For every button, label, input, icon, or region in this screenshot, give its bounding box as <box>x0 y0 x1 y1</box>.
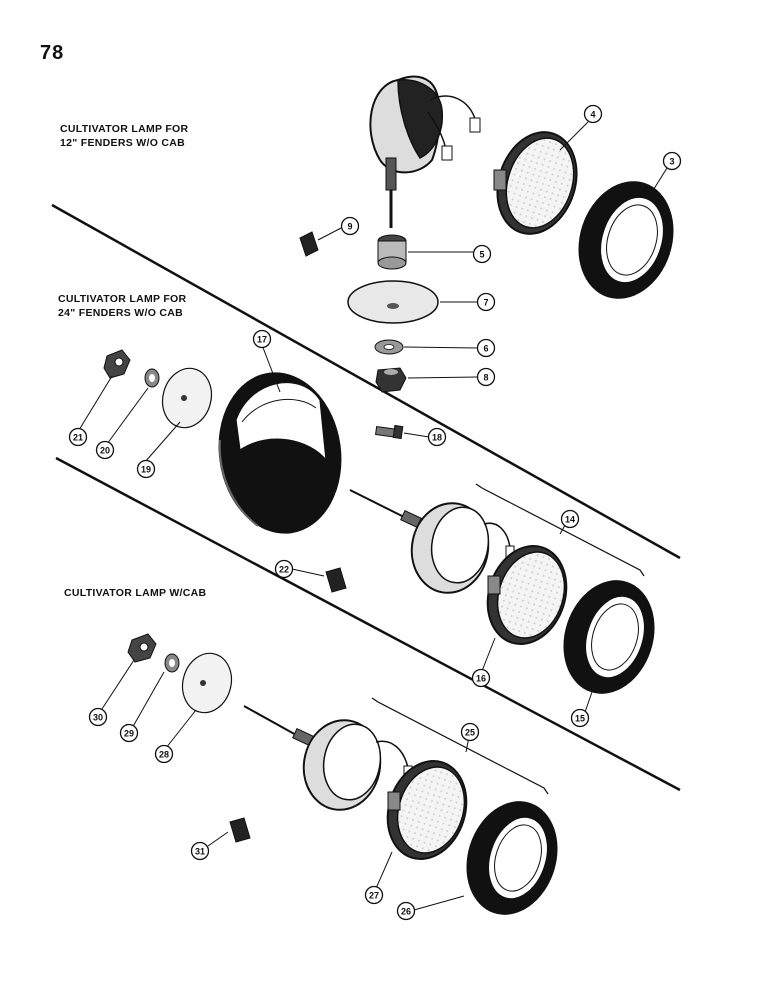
lamp-housing-12in <box>369 75 481 228</box>
section-label-line: CULTIVATOR LAMP FOR <box>58 293 187 305</box>
callout-17: 17 <box>252 329 272 349</box>
lamp-housing-24in <box>218 372 342 534</box>
assembly-bracket-cab <box>371 697 549 795</box>
callout-28: 28 <box>154 744 174 764</box>
divider-line-upper <box>51 203 681 560</box>
callout-18: 18 <box>427 427 447 447</box>
section-label-line: CULTIVATOR LAMP FOR <box>60 123 189 135</box>
nut-12in <box>375 367 407 393</box>
lock-washer-24in <box>144 368 160 388</box>
sealed-beam-lamp-cab <box>386 760 468 860</box>
lock-washer-cab <box>164 653 180 673</box>
callout-30: 30 <box>88 707 108 727</box>
callout-15: 15 <box>570 708 590 728</box>
callout-14: 14 <box>560 509 580 529</box>
callout-29: 29 <box>119 723 139 743</box>
callout-16: 16 <box>471 668 491 688</box>
section-label-with-cab: CULTIVATOR LAMP W/CAB <box>64 586 206 600</box>
shield-plate-cab <box>181 652 233 714</box>
svg-text:18: 18 <box>432 433 442 443</box>
clip-24in <box>325 567 347 593</box>
svg-text:31: 31 <box>195 847 205 857</box>
callout-9: 9 <box>340 216 360 236</box>
svg-text:27: 27 <box>369 891 379 901</box>
assembly-bracket-24in <box>475 483 645 577</box>
spacer-sleeve <box>377 234 407 270</box>
sealed-beam-lamp-24in <box>486 545 568 645</box>
clip-cab <box>229 817 251 843</box>
callout-27: 27 <box>364 885 384 905</box>
callout-21: 21 <box>68 427 88 447</box>
svg-text:25: 25 <box>465 728 475 738</box>
section-label-24in-fenders: CULTIVATOR LAMP FOR 24" FENDERS W/O CAB <box>58 292 186 320</box>
shield-plate-24in <box>161 367 213 429</box>
section-label-12in-fenders: CULTIVATOR LAMP FOR 12" FENDERS W/O CAB <box>60 122 188 150</box>
svg-text:30: 30 <box>93 713 103 723</box>
svg-text:28: 28 <box>159 750 169 760</box>
svg-text:20: 20 <box>100 446 110 456</box>
callout-19: 19 <box>136 459 156 479</box>
svg-text:8: 8 <box>483 373 488 383</box>
section-label-line: CULTIVATOR LAMP W/CAB <box>64 587 207 599</box>
svg-text:19: 19 <box>141 465 151 475</box>
svg-text:7: 7 <box>483 298 488 308</box>
svg-text:16: 16 <box>476 674 486 684</box>
svg-text:21: 21 <box>73 433 83 443</box>
divider-line-lower <box>55 456 681 792</box>
svg-text:26: 26 <box>401 907 411 917</box>
screw <box>374 424 404 440</box>
rubber-ring-12in <box>578 181 674 299</box>
svg-text:29: 29 <box>124 729 134 739</box>
callout-4: 4 <box>583 104 603 124</box>
lamp-housing-assembly-cab <box>243 705 413 811</box>
svg-text:4: 4 <box>590 110 595 120</box>
svg-text:22: 22 <box>279 565 289 575</box>
callout-6: 6 <box>476 338 496 358</box>
rubber-ring-24in <box>563 580 655 694</box>
lamp-housing-assembly-24in <box>349 489 515 594</box>
svg-text:17: 17 <box>257 335 267 345</box>
sealed-beam-lamp-12in <box>493 131 578 235</box>
section-label-line: 24" FENDERS W/O CAB <box>58 307 184 319</box>
page-number: 78 <box>40 42 65 64</box>
callout-25: 25 <box>460 722 480 742</box>
callout-22: 22 <box>274 559 294 579</box>
svg-text:5: 5 <box>479 250 484 260</box>
clip-12in <box>299 231 319 257</box>
shield-plate-12in <box>347 280 439 324</box>
leader-lines <box>78 121 668 911</box>
nut-24in <box>103 349 131 379</box>
callout-31: 31 <box>190 841 210 861</box>
washer-12in <box>374 339 404 355</box>
nut-cab <box>127 633 157 663</box>
callout-8: 8 <box>476 367 496 387</box>
svg-text:6: 6 <box>483 344 488 354</box>
section-label-line: 12" FENDERS W/O CAB <box>60 137 186 149</box>
svg-text:15: 15 <box>575 714 585 724</box>
callout-26: 26 <box>396 901 416 921</box>
callout-7: 7 <box>476 292 496 312</box>
callout-20: 20 <box>95 440 115 460</box>
svg-text:3: 3 <box>669 157 674 167</box>
svg-text:14: 14 <box>565 515 575 525</box>
callout-5: 5 <box>472 244 492 264</box>
callout-3: 3 <box>662 151 682 171</box>
rubber-ring-cab <box>466 801 558 915</box>
svg-text:9: 9 <box>347 222 352 232</box>
